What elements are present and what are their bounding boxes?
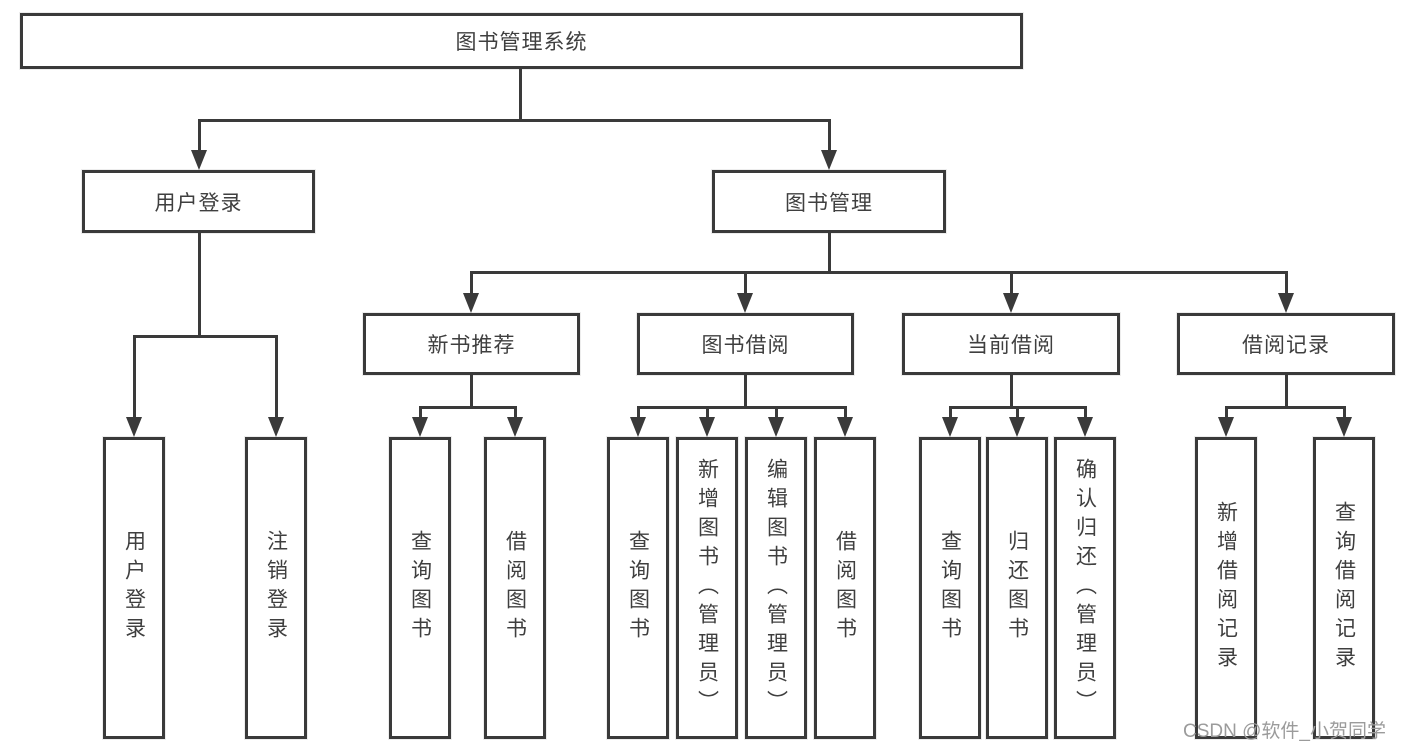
node-label: 借阅记录 [1242, 334, 1330, 357]
node-new-book-recommend: 新书推荐 [363, 313, 580, 375]
connector-records-vertical [1285, 375, 1288, 407]
node-label: 图书管理系统 [455, 31, 588, 54]
leaf-recommend-borrow-books: 借阅图书 [484, 437, 546, 739]
leaf-recommend-query-books: 查询图书 [389, 437, 451, 739]
leaf-label: 确认归还（管理员） [1073, 457, 1097, 719]
node-label: 新书推荐 [427, 334, 516, 357]
leaf-user-login: 用户登录 [103, 437, 165, 739]
node-label: 图书管理 [785, 191, 873, 215]
arrow-to-user-login [191, 119, 207, 170]
node-book-borrowing: 图书借阅 [637, 313, 854, 375]
node-label: 用户登录 [154, 191, 243, 215]
leaf-add-borrow-record: 新增借阅记录 [1195, 437, 1257, 739]
arrow-to-borrowing-records [1278, 271, 1294, 313]
arrow-to-book-management [821, 119, 837, 170]
connector-root-vertical [519, 69, 522, 120]
connector-book-mgmt-vertical [828, 233, 831, 272]
leaf-label: 查询借阅记录 [1332, 501, 1356, 675]
leaf-borrowing-query-books: 查询图书 [607, 437, 669, 739]
node-user-login: 用户登录 [82, 170, 315, 233]
node-book-management: 图书管理 [712, 170, 946, 233]
arrow-to-leaf-logout [268, 335, 284, 437]
arrow-br-add-record [1218, 406, 1234, 437]
arrow-to-leaf-user-login [126, 335, 142, 437]
arrow-to-new-book-recommend [463, 271, 479, 313]
connector-new-book-vertical [470, 375, 473, 407]
connector-root-horizontal [198, 119, 831, 122]
connector-current-vertical [1010, 375, 1013, 407]
node-library-system: 图书管理系统 [20, 13, 1023, 69]
leaf-return-books: 归还图书 [986, 437, 1048, 739]
leaf-label: 归还图书 [1005, 530, 1029, 646]
leaf-label: 新增图书（管理员） [695, 457, 719, 719]
leaf-label: 借阅图书 [503, 530, 527, 646]
arrow-nb-borrow-books [507, 406, 523, 437]
node-label: 当前借阅 [967, 334, 1055, 357]
leaf-borrowing-borrow-books: 借阅图书 [814, 437, 876, 739]
connector-new-book-horizontal [419, 406, 517, 409]
leaf-add-book-admin: 新增图书（管理员） [676, 437, 738, 739]
node-current-borrowing: 当前借阅 [902, 313, 1120, 375]
leaf-label: 新增借阅记录 [1214, 501, 1238, 675]
watermark-text: CSDN @软件_小贺同学 [1183, 721, 1386, 742]
arrow-to-current-borrowing [1003, 271, 1019, 313]
leaf-confirm-return-admin: 确认归还（管理员） [1054, 437, 1116, 739]
leaf-edit-book-admin: 编辑图书（管理员） [745, 437, 807, 739]
node-borrowing-records: 借阅记录 [1177, 313, 1395, 375]
connector-borrowing-vertical [744, 375, 747, 407]
leaf-label: 借阅图书 [833, 530, 857, 646]
arrow-cb-return-books [1009, 406, 1025, 437]
connector-records-horizontal [1225, 406, 1346, 409]
connector-borrowing-horizontal [637, 406, 847, 409]
leaf-query-borrow-record: 查询借阅记录 [1313, 437, 1375, 739]
arrow-br-query-record [1336, 406, 1352, 437]
leaf-current-query-books: 查询图书 [919, 437, 981, 739]
node-label: 图书借阅 [701, 334, 790, 357]
arrow-bb-query-books [630, 406, 646, 437]
leaf-label: 用户登录 [122, 530, 146, 646]
arrow-bb-edit-book [768, 406, 784, 437]
leaf-label: 编辑图书（管理员） [764, 457, 788, 719]
arrow-bb-add-book [699, 406, 715, 437]
arrow-to-book-borrowing [737, 271, 753, 313]
connector-book-mgmt-horizontal [470, 271, 1288, 274]
leaf-label: 注销登录 [264, 530, 288, 646]
arrow-bb-borrow-books [837, 406, 853, 437]
connector-user-login-vertical [198, 233, 201, 336]
arrow-nb-query-books [412, 406, 428, 437]
arrow-cb-confirm-return [1077, 406, 1093, 437]
connector-user-login-horizontal [133, 335, 278, 338]
leaf-label: 查询图书 [938, 530, 962, 646]
leaf-logout-login: 注销登录 [245, 437, 307, 739]
leaf-label: 查询图书 [626, 530, 650, 646]
arrow-cb-query-books [942, 406, 958, 437]
leaf-label: 查询图书 [408, 530, 432, 646]
